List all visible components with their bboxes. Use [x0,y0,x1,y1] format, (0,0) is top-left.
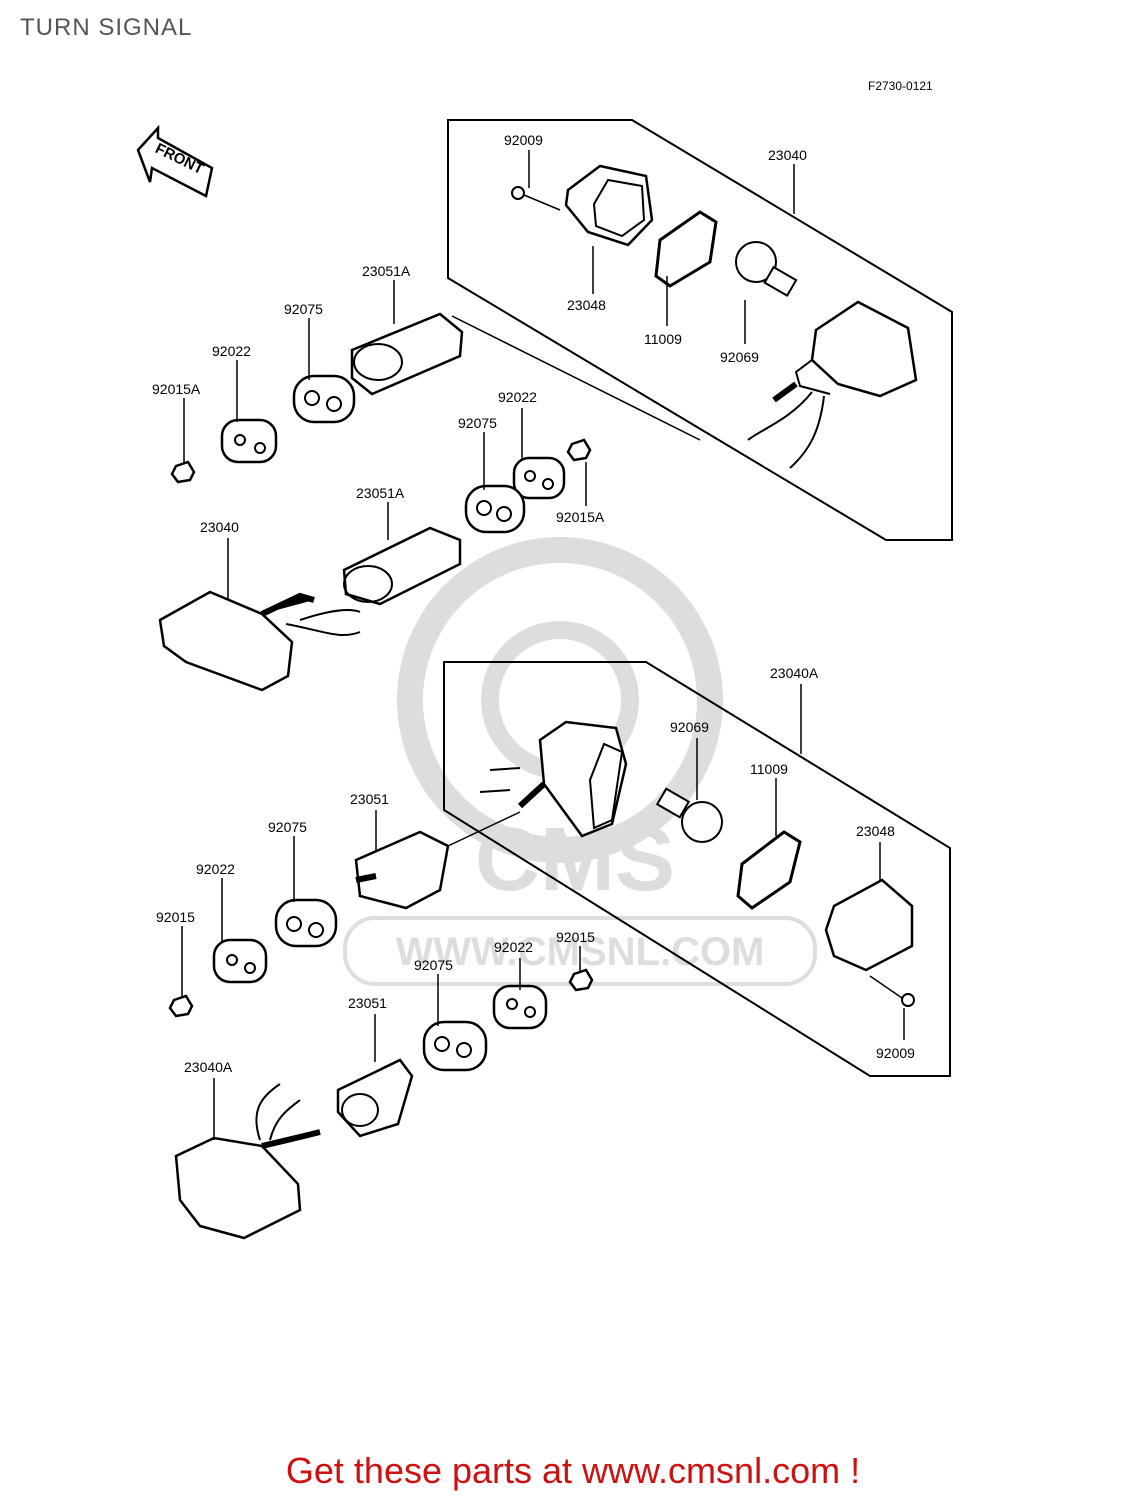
stay-23051A-mid [342,526,462,606]
part-label: 23051A [356,485,405,501]
gasket-11009-lower [736,830,802,910]
part-label: 92069 [720,349,759,365]
footer-cta-link[interactable]: Get these parts at www.cmsnl.com ! [285,1450,861,1491]
stay-23051A-upper [350,312,701,441]
part-label: 23040 [768,147,807,163]
nut-92015-lower-left [168,994,194,1018]
part-label: 92075 [268,819,307,835]
plate-92022-upper [220,418,278,464]
signal-housing-23040-upper [747,300,918,469]
front-arrow-icon: FRONT [136,124,214,198]
part-label: 92022 [494,939,533,955]
stay-23051-lower [336,1058,414,1138]
part-label: 92022 [498,389,537,405]
stay-23051-mid [354,811,521,910]
part-label: 92022 [212,343,251,359]
part-label: 11009 [750,761,788,777]
part-label: 23051A [362,263,411,279]
screw-92009-lower [869,975,915,1007]
signal-housing-23040A-right [479,720,628,838]
bulb-92069-lower [655,787,723,843]
assembly-frame-23040 [447,119,953,541]
part-label: 11009 [644,331,682,347]
part-label: 92015A [556,509,605,525]
bulb-92069-upper [735,241,798,298]
grommet-92075-lower-mid [422,1020,488,1072]
part-label: 92069 [670,719,709,735]
screw-92009-upper [511,186,561,211]
lens-23048-upper [564,164,654,247]
nut-92015-lower-mid [568,968,594,992]
part-label: 92075 [284,301,323,317]
assembly-frame-23040A [443,661,951,1077]
part-label: 23048 [856,823,895,839]
part-labels: 92009 23040 23051A 92075 92022 92015A 23… [152,132,915,1075]
part-label: 92009 [876,1045,915,1061]
part-label: 92015 [156,909,195,925]
nut-92015A-upper-left [170,460,196,484]
signal-housing-23040A-left [174,1083,321,1240]
part-label: 23040A [770,665,819,681]
grommet-92075-lower-left [274,898,338,948]
part-label: 92075 [458,415,497,431]
grommet-92075-upper [292,374,356,424]
part-label: 23051 [350,791,389,807]
figure-code: F2730-0121 [868,79,933,93]
lens-23048-lower [824,878,914,972]
part-label: 23040 [200,519,239,535]
part-label: 92022 [196,861,235,877]
part-label: 23040A [184,1059,233,1075]
nut-92015A-mid [566,438,592,462]
gasket-11009-upper [654,210,718,288]
part-label: 92015 [556,929,595,945]
page-title: TURN SIGNAL [20,14,193,41]
part-label: 23048 [567,297,606,313]
part-label: 92009 [504,132,543,148]
plate-92022-lower-left [212,938,268,984]
leader-lines [181,150,905,1140]
grommet-92075-mid [464,484,526,534]
part-label: 23051 [348,995,387,1011]
plate-92022-lower-mid [492,984,548,1030]
plate-92022-mid [512,456,566,500]
part-label: 92075 [414,957,453,973]
signal-housing-23040-left [158,590,361,692]
part-label: 92015A [152,381,201,397]
